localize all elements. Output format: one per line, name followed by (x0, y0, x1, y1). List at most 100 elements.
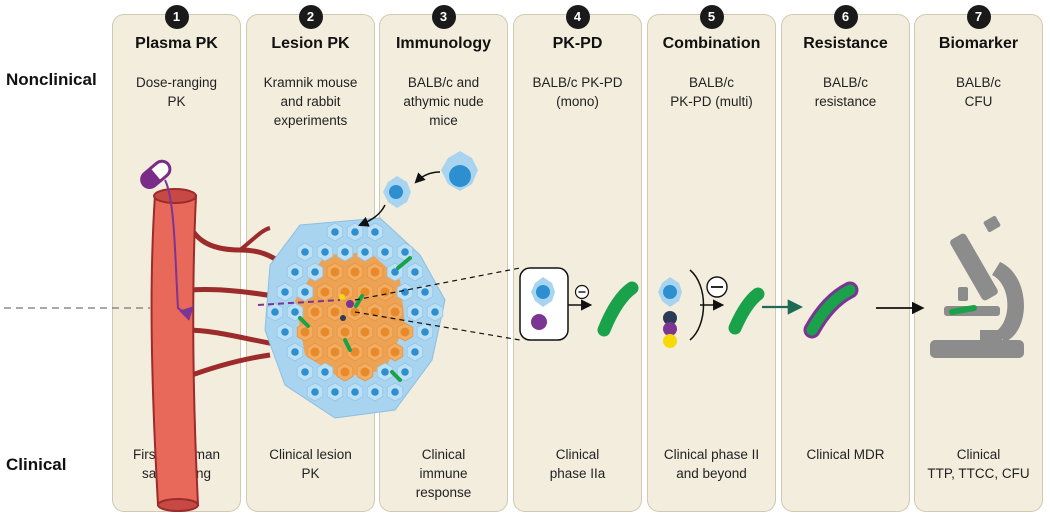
nucleus-dot (331, 388, 339, 396)
panel-title: Resistance (803, 35, 888, 52)
step-number-badge: 4 (565, 5, 590, 29)
nucleus-dot (663, 285, 677, 299)
drug-dot (663, 311, 677, 325)
microscope-icon (930, 216, 1024, 358)
bacterium-icon (396, 256, 412, 270)
panel-nonclinical-text: BALB/c and athymic nude mice (403, 75, 484, 128)
step-number-badge: 6 (833, 5, 858, 29)
nucleus-dot (381, 248, 389, 256)
recruit-arrow (414, 171, 441, 184)
nucleus-dot (350, 267, 360, 277)
panel-nonclinical-text: BALB/c CFU (955, 75, 1002, 109)
granuloma-cells (266, 222, 444, 402)
nucleus-dot (371, 388, 379, 396)
step-number-badge: 7 (966, 5, 991, 29)
panel-title: Lesion PK (271, 35, 350, 52)
drug-dot (346, 300, 354, 308)
nucleus-dot (311, 388, 319, 396)
drug-dot (531, 314, 547, 330)
nucleus-dot (421, 328, 429, 336)
immune-cell-icon (383, 151, 478, 208)
panel-title: Biomarker (938, 35, 1019, 52)
nucleus-dot (301, 368, 309, 376)
panel-title: Immunology (395, 35, 492, 52)
panel-clinical-text: Clinical TTP, TTCC, CFU (927, 447, 1030, 481)
panel-nonclinical-text: BALB/c resistance (814, 75, 877, 109)
nucleus-dot (340, 367, 350, 377)
drug-dot (339, 294, 345, 300)
nucleus-dot (271, 308, 279, 316)
panel-nonclinical-text: Dose-ranging PK (135, 75, 218, 109)
nucleus-dot (321, 248, 329, 256)
nucleus-dot (360, 327, 370, 337)
nucleus-dot (360, 367, 370, 377)
nucleus-dot (400, 327, 410, 337)
absorption-arrow (164, 179, 194, 321)
nucleus-dot (401, 288, 409, 296)
panel-biomarker: 7 Biomarker BALB/c CFU Clinical TTP, TTC… (914, 5, 1043, 512)
panel-title: Plasma PK (135, 35, 218, 52)
step-number-badge: 5 (699, 5, 724, 29)
panel-resistance: 6 Resistance BALB/c resistance Clinical … (781, 5, 910, 512)
nucleus-dot (341, 248, 349, 256)
bacterium-icon (298, 316, 310, 328)
nucleus-dot (320, 287, 330, 297)
nucleus-dot (300, 327, 310, 337)
nucleus-dot (291, 348, 299, 356)
nucleus-dot (330, 347, 340, 357)
zoom-line-top (354, 267, 521, 301)
panel-clinical-text: Clinical immune response (415, 447, 472, 500)
nucleus-dot (301, 288, 309, 296)
nucleus-dot (370, 267, 380, 277)
drug-dot (340, 315, 346, 321)
step-number-badge: 2 (298, 5, 323, 29)
nucleus-dot (340, 327, 350, 337)
nucleus-dot (281, 288, 289, 296)
bacterium-icon (728, 287, 765, 335)
bacterium-icon (390, 370, 402, 382)
bacterium-icon (949, 305, 977, 315)
panel-nonclinical-text: Kramnik mouse and rabbit experiments (263, 75, 358, 128)
panel-pk-pd: 4 PK-PD BALB/c PK-PD (mono) Clinical pha… (513, 5, 642, 512)
nucleus-dot (411, 308, 419, 316)
row-label-nonclinical: Nonclinical (6, 70, 97, 89)
panel-clinical-text: Clinical lesion PK (269, 447, 352, 481)
drug-dot (663, 334, 677, 348)
drug-dot (663, 322, 677, 336)
nucleus-dot (321, 368, 329, 376)
zoom-line-bottom (354, 311, 521, 341)
nucleus-dot (411, 348, 419, 356)
nucleus-dot (350, 347, 360, 357)
nucleus-dot (390, 347, 400, 357)
row-label-clinical: Clinical (6, 455, 67, 474)
panel-title: PK-PD (552, 35, 603, 52)
nucleus-dot (370, 307, 380, 317)
nucleus-dot (381, 368, 389, 376)
nucleus-dot (431, 308, 439, 316)
nucleus-dot (380, 327, 390, 337)
infiltrate-arrow (358, 204, 386, 227)
nucleus-dot (320, 327, 330, 337)
nucleus-dot (390, 307, 400, 317)
nucleus-dot (361, 248, 369, 256)
nucleus-dot (401, 368, 409, 376)
nucleus-dot (311, 268, 319, 276)
nucleus-dot (536, 285, 550, 299)
nucleus-dot (411, 268, 419, 276)
bacterium-icon (354, 294, 364, 308)
panel-clinical-text: Clinical MDR (806, 447, 885, 462)
panel-clinical-text: Clinical phase II and beyond (663, 447, 760, 481)
nucleus-dot (331, 228, 339, 236)
panel-immunology: 3 Immunology BALB/c and athymic nude mic… (379, 5, 508, 512)
nucleus-dot (301, 248, 309, 256)
blood-vessel-icon (150, 188, 301, 512)
nucleus-dot (351, 388, 359, 396)
nucleus-dot (421, 288, 429, 296)
bacterium-icon (343, 338, 352, 352)
nucleus-dot (291, 268, 299, 276)
panel-clinical-text: Clinical phase IIa (549, 447, 606, 481)
step-number-badge: 3 (431, 5, 456, 29)
nucleus-dot (310, 307, 320, 317)
step-number-badge: 1 (164, 5, 189, 29)
